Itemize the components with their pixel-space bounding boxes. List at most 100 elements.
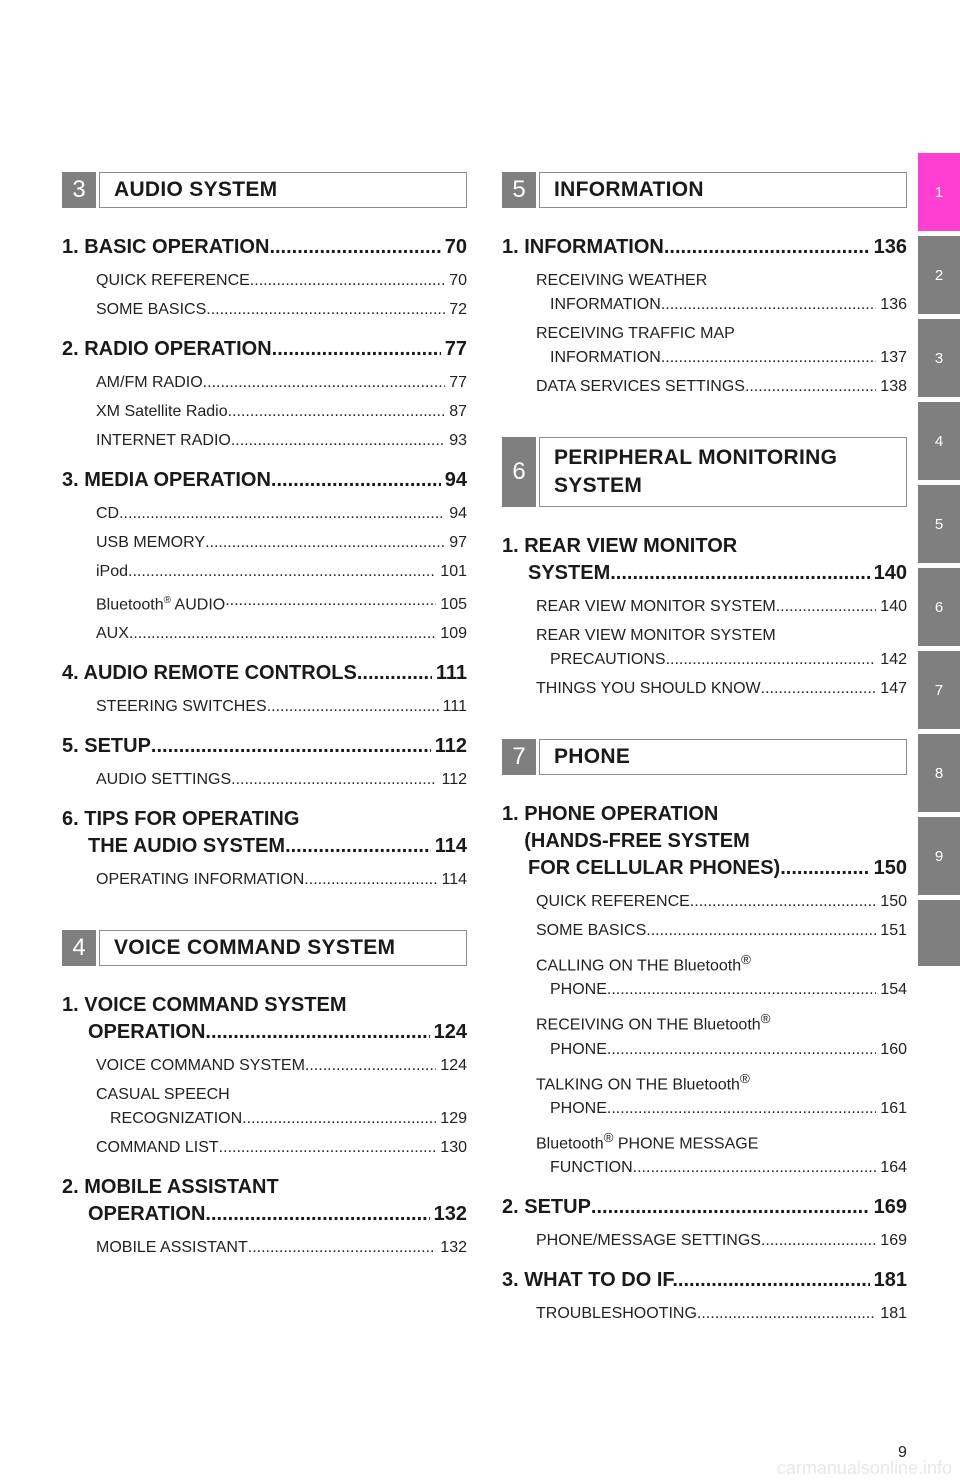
toc-entry[interactable]: RECEIVING TRAFFIC MAPINFORMATION137 [536, 322, 907, 370]
entry-name: PRECAUTIONS [550, 651, 666, 668]
watermark: carmanualsonline.info [776, 1458, 952, 1478]
entry-page: 132 [440, 1239, 467, 1257]
entry-page: 151 [880, 922, 907, 939]
entry-page: 129 [440, 1110, 467, 1128]
toc-entry[interactable]: SOME BASICS72 [96, 298, 467, 322]
entry-last-line: INFORMATION 136 [536, 293, 907, 317]
toc-entry[interactable]: THINGS YOU SHOULD KNOW147 [536, 677, 907, 701]
chapter-tab-2[interactable]: 2 [918, 236, 960, 314]
entry-page: 160 [880, 1040, 907, 1058]
toc-entry[interactable]: VOICE COMMAND SYSTEM124 [96, 1054, 467, 1078]
chapter-title-last-line: SYSTEM140 [502, 560, 907, 587]
chapter-title[interactable]: 1. REAR VIEW MONITORSYSTEM140 [502, 533, 907, 587]
toc-entry[interactable]: CALLING ON THE Bluetooth®PHONE154 [536, 948, 907, 1002]
toc-entry[interactable]: SOME BASICS151 [536, 919, 907, 943]
chapter-title[interactable]: 1. BASIC OPERATION70 [62, 234, 467, 261]
chapter-tab-5[interactable]: 5 [918, 485, 960, 563]
toc-entry[interactable]: RECEIVING WEATHERINFORMATION136 [536, 269, 907, 317]
chapter-tab-8[interactable]: 8 [918, 734, 960, 812]
dot-leader [761, 677, 877, 701]
chapter-tab-1[interactable]: 1 [918, 153, 960, 231]
entry-page: 154 [880, 981, 907, 999]
entry-name: MOBILE ASSISTANT [96, 1239, 248, 1257]
entry-list: QUICK REFERENCE150SOME BASICS151CALLING … [502, 890, 907, 1180]
toc-entry[interactable]: TALKING ON THE Bluetooth®PHONE161 [536, 1067, 907, 1121]
chapter-page: 94 [444, 469, 467, 491]
chapter-tab-3[interactable]: 3 [918, 319, 960, 397]
chapter-title[interactable]: 2. MOBILE ASSISTANTOPERATION132 [62, 1174, 467, 1228]
toc-entry[interactable]: CD94 [96, 502, 467, 526]
toc-entry[interactable]: TROUBLESHOOTING181 [536, 1302, 907, 1326]
dot-leader [250, 269, 445, 293]
entry-name: AUDIO SETTINGS [96, 771, 232, 789]
entry-page: 142 [880, 651, 907, 668]
dot-leader [219, 1136, 437, 1160]
entry-name: PHONE/MESSAGE SETTINGS [536, 1232, 761, 1250]
entry-name: XM Satellite Radio [96, 403, 228, 420]
chapter-list: 1. INFORMATION136RECEIVING WEATHERINFORM… [502, 234, 907, 399]
chapter-title[interactable]: 1. INFORMATION136 [502, 234, 907, 261]
entry-last-line: INFORMATION137 [536, 346, 907, 370]
toc-entry[interactable]: Bluetooth® AUDIO105 [96, 589, 467, 617]
entry-page: 130 [440, 1139, 467, 1157]
entry-name: INFORMATION [550, 296, 661, 313]
toc-entry[interactable]: QUICK REFERENCE150 [536, 890, 907, 914]
entry-list: MOBILE ASSISTANT 132 [62, 1236, 467, 1260]
dot-leader [761, 1229, 876, 1253]
chapter: 2. SETUP169PHONE/MESSAGE SETTINGS169 [502, 1194, 907, 1253]
chapter-tab-7[interactable]: 7 [918, 651, 960, 729]
dot-leader [646, 919, 876, 943]
toc-entry[interactable]: Bluetooth® PHONE MESSAGEFUNCTION164 [536, 1126, 907, 1180]
chapter-tab-9[interactable]: 9 [918, 817, 960, 895]
dot-leader [267, 695, 439, 719]
section-title-box: INFORMATION [539, 172, 907, 208]
toc-entry[interactable]: REAR VIEW MONITOR SYSTEMPRECAUTIONS142 [536, 624, 907, 672]
chapter-tab-blank[interactable] [918, 900, 960, 966]
section-number: 4 [62, 930, 96, 967]
chapter-title[interactable]: 5. SETUP112 [62, 733, 467, 760]
entry-last-line: RECOGNIZATION129 [96, 1107, 467, 1131]
chapter-page: 132 [433, 1203, 467, 1226]
toc-entry[interactable]: MOBILE ASSISTANT 132 [96, 1236, 467, 1260]
dot-leader [129, 622, 436, 646]
chapter-title[interactable]: 3. WHAT TO DO IF...181 [502, 1267, 907, 1294]
toc-entry[interactable]: CASUAL SPEECHRECOGNIZATION129 [96, 1083, 467, 1131]
toc-entry[interactable]: AM/FM RADIO77 [96, 371, 467, 395]
entry-page: 136 [880, 296, 907, 313]
entry-name: TROUBLESHOOTING [536, 1305, 697, 1323]
toc-entry[interactable]: AUDIO SETTINGS112 [96, 768, 467, 792]
toc-entry[interactable]: OPERATING INFORMATION114 [96, 868, 467, 892]
chapter-title[interactable]: 2. RADIO OPERATION77 [62, 336, 467, 363]
dot-leader [776, 595, 877, 619]
chapter-tab-4[interactable]: 4 [918, 402, 960, 480]
toc-entry[interactable]: AUX109 [96, 622, 467, 646]
toc-entry[interactable]: DATA SERVICES SETTINGS138 [536, 375, 907, 399]
entry-name: AM/FM RADIO [96, 374, 203, 391]
chapter-title[interactable]: 1. VOICE COMMAND SYSTEMOPERATION124 [62, 992, 467, 1046]
chapter-title[interactable]: 4. AUDIO REMOTE CONTROLS111 [62, 660, 467, 687]
chapter-name: 2. RADIO OPERATION [62, 338, 272, 360]
toc-entry[interactable]: USB MEMORY97 [96, 531, 467, 555]
section-title: VOICE COMMAND SYSTEM [114, 936, 396, 960]
chapter-title[interactable]: 3. MEDIA OPERATION94 [62, 467, 467, 494]
entry-last-line: FUNCTION164 [536, 1156, 907, 1180]
entry-page: 105 [440, 596, 467, 614]
dot-leader [689, 1267, 870, 1294]
dot-leader [690, 890, 877, 914]
toc-entry[interactable]: REAR VIEW MONITOR SYSTEM140 [536, 595, 907, 619]
toc-entry[interactable]: XM Satellite Radio87 [96, 400, 467, 424]
toc-entry[interactable]: QUICK REFERENCE70 [96, 269, 467, 293]
chapter: 1. VOICE COMMAND SYSTEMOPERATION124VOICE… [62, 992, 467, 1160]
toc-entry[interactable]: COMMAND LIST130 [96, 1136, 467, 1160]
toc-entry[interactable]: STEERING SWITCHES111 [96, 695, 467, 719]
chapter-tab-6[interactable]: 6 [918, 568, 960, 646]
toc-entry[interactable]: iPod101 [96, 560, 467, 584]
toc-entry[interactable]: INTERNET RADIO93 [96, 429, 467, 453]
chapter-title[interactable]: 2. SETUP169 [502, 1194, 907, 1221]
toc-entry[interactable]: PHONE/MESSAGE SETTINGS169 [536, 1229, 907, 1253]
toc-entry[interactable]: RECEIVING ON THE Bluetooth®PHONE160 [536, 1007, 907, 1061]
section-number: 6 [502, 437, 536, 507]
